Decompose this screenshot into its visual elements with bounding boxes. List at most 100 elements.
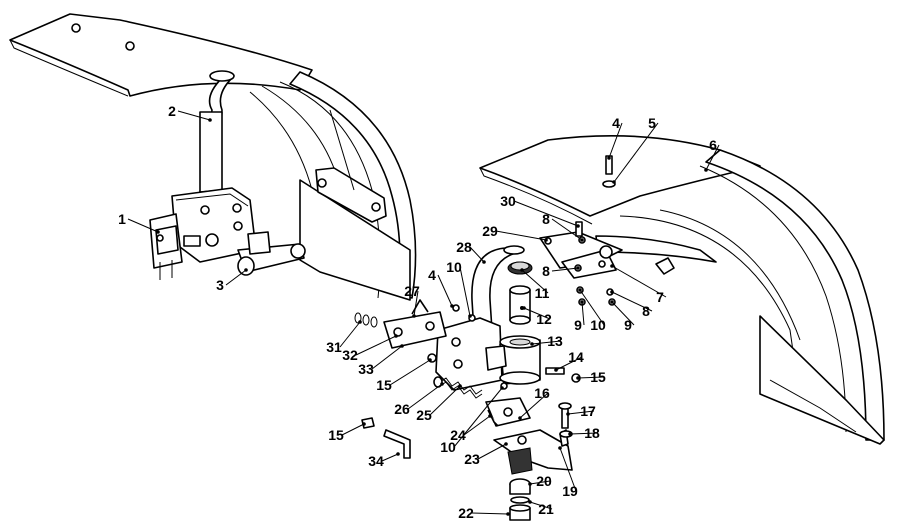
leader-line-c4a bbox=[608, 122, 623, 159]
leader-dot-c29 bbox=[544, 238, 548, 242]
leader-line-c11 bbox=[521, 269, 549, 294]
leader-dot-c34 bbox=[396, 452, 400, 456]
leader-dot-c10a bbox=[468, 314, 472, 318]
leader-dot-c1 bbox=[156, 230, 160, 234]
leader-dot-c3 bbox=[244, 268, 248, 272]
leader-line-c14 bbox=[555, 356, 583, 371]
leader-dot-c7 bbox=[610, 264, 614, 268]
callout-label-c8c: 8 bbox=[642, 303, 650, 319]
left-pivot-link bbox=[237, 231, 306, 276]
leader-line-c29 bbox=[495, 230, 547, 241]
leader-dot-c10c bbox=[500, 386, 504, 390]
leader-line-c12 bbox=[523, 307, 551, 320]
leader-line-c22 bbox=[471, 512, 509, 515]
leader-line-c1 bbox=[127, 218, 159, 233]
left-support-tube bbox=[199, 70, 235, 193]
callout-label-c10b: 10 bbox=[590, 317, 606, 333]
leader-dot-c5 bbox=[612, 180, 616, 184]
lower-clamp-plate bbox=[485, 397, 531, 427]
leader-dot-c12 bbox=[522, 306, 526, 310]
leader-line-c4b bbox=[437, 274, 453, 307]
lynch-pin bbox=[361, 417, 411, 459]
callout-label-c2: 2 bbox=[168, 103, 176, 119]
leader-dot-c14 bbox=[554, 368, 558, 372]
left-hitch-bracket bbox=[149, 187, 257, 280]
leader-line-c15b bbox=[389, 359, 431, 386]
leader-dot-c21 bbox=[528, 500, 532, 504]
right-fender bbox=[479, 134, 885, 445]
callout-label-c34: 34 bbox=[368, 453, 384, 469]
callout-label-c6: 6 bbox=[709, 137, 717, 153]
leader-line-c33 bbox=[371, 345, 403, 370]
callout-label-c13: 13 bbox=[547, 333, 563, 349]
callout-label-c26: 26 bbox=[394, 401, 410, 417]
leader-dot-c28 bbox=[482, 260, 486, 264]
leader-dot-c31 bbox=[358, 320, 362, 324]
leader-line-c15c bbox=[341, 423, 365, 436]
callout-label-c9b: 9 bbox=[624, 317, 632, 333]
callout-label-c16: 16 bbox=[534, 385, 550, 401]
leader-dot-c6 bbox=[704, 168, 708, 172]
callout-label-c32: 32 bbox=[342, 347, 358, 363]
fender-bolt bbox=[602, 155, 616, 188]
callout-label-c28: 28 bbox=[456, 239, 472, 255]
leader-dot-c4a bbox=[607, 156, 611, 160]
return-spring bbox=[427, 353, 483, 399]
callout-label-c7: 7 bbox=[656, 289, 664, 305]
leader-dot-c20 bbox=[528, 482, 532, 486]
callout-label-c20: 20 bbox=[536, 473, 552, 489]
callout-label-c31: 31 bbox=[326, 339, 342, 355]
leader-dot-c30 bbox=[576, 224, 580, 228]
leader-dot-c15b bbox=[428, 358, 432, 362]
leader-dot-c13 bbox=[530, 342, 534, 346]
leader-dot-c2 bbox=[208, 118, 212, 122]
leader-dot-c33 bbox=[400, 344, 404, 348]
callout-label-c10a: 10 bbox=[446, 259, 462, 275]
leader-dot-c17 bbox=[566, 412, 570, 416]
leader-dot-c11 bbox=[520, 268, 524, 272]
leader-dot-c15c bbox=[362, 422, 366, 426]
leader-line-c34 bbox=[381, 453, 399, 462]
callout-label-c4b: 4 bbox=[428, 267, 436, 283]
clevis-pin bbox=[558, 402, 573, 438]
leader-dot-c10b bbox=[578, 288, 582, 292]
callout-label-c8b: 8 bbox=[542, 263, 550, 279]
leader-dot-c19 bbox=[558, 446, 562, 450]
callout-label-c18: 18 bbox=[584, 425, 600, 441]
callout-label-c29: 29 bbox=[482, 223, 498, 239]
callout-label-c3: 3 bbox=[216, 277, 224, 293]
leader-dot-c27 bbox=[412, 314, 416, 318]
retaining-pins bbox=[354, 312, 378, 328]
callout-label-c14: 14 bbox=[568, 349, 584, 365]
leader-line-c9b bbox=[611, 301, 635, 326]
leader-line-c31 bbox=[339, 321, 361, 348]
leader-dot-c8a bbox=[580, 238, 584, 242]
leader-line-c2 bbox=[177, 110, 211, 121]
callout-label-c27: 27 bbox=[404, 283, 420, 299]
callout-label-c25: 25 bbox=[416, 407, 432, 423]
callout-label-c9a: 9 bbox=[574, 317, 582, 333]
leader-line-c10c bbox=[453, 387, 503, 448]
leader-line-c28 bbox=[469, 246, 485, 263]
leader-line-c18 bbox=[569, 432, 599, 435]
callout-label-c8a: 8 bbox=[542, 211, 550, 227]
leader-dot-c23 bbox=[504, 442, 508, 446]
lower-fastener-stack bbox=[509, 478, 531, 521]
leader-dot-c24 bbox=[488, 414, 492, 418]
leader-line-c5 bbox=[613, 122, 659, 183]
leader-line-c30 bbox=[513, 200, 579, 227]
callout-label-c23: 23 bbox=[464, 451, 480, 467]
leader-line-c21 bbox=[529, 501, 553, 510]
lower-pivot-bracket bbox=[493, 429, 573, 475]
leader-line-c20 bbox=[529, 480, 551, 485]
leader-line-c26 bbox=[407, 383, 443, 410]
callout-label-c21: 21 bbox=[538, 501, 554, 517]
callout-label-c12: 12 bbox=[536, 311, 552, 327]
leader-line-c15a bbox=[577, 376, 605, 379]
leader-line-c6 bbox=[705, 144, 720, 171]
leader-dot-c9a bbox=[580, 300, 584, 304]
callout-label-c1: 1 bbox=[118, 211, 126, 227]
left-fender bbox=[9, 13, 417, 301]
leader-dot-c26 bbox=[440, 382, 444, 386]
leader-dot-c8b bbox=[576, 266, 580, 270]
